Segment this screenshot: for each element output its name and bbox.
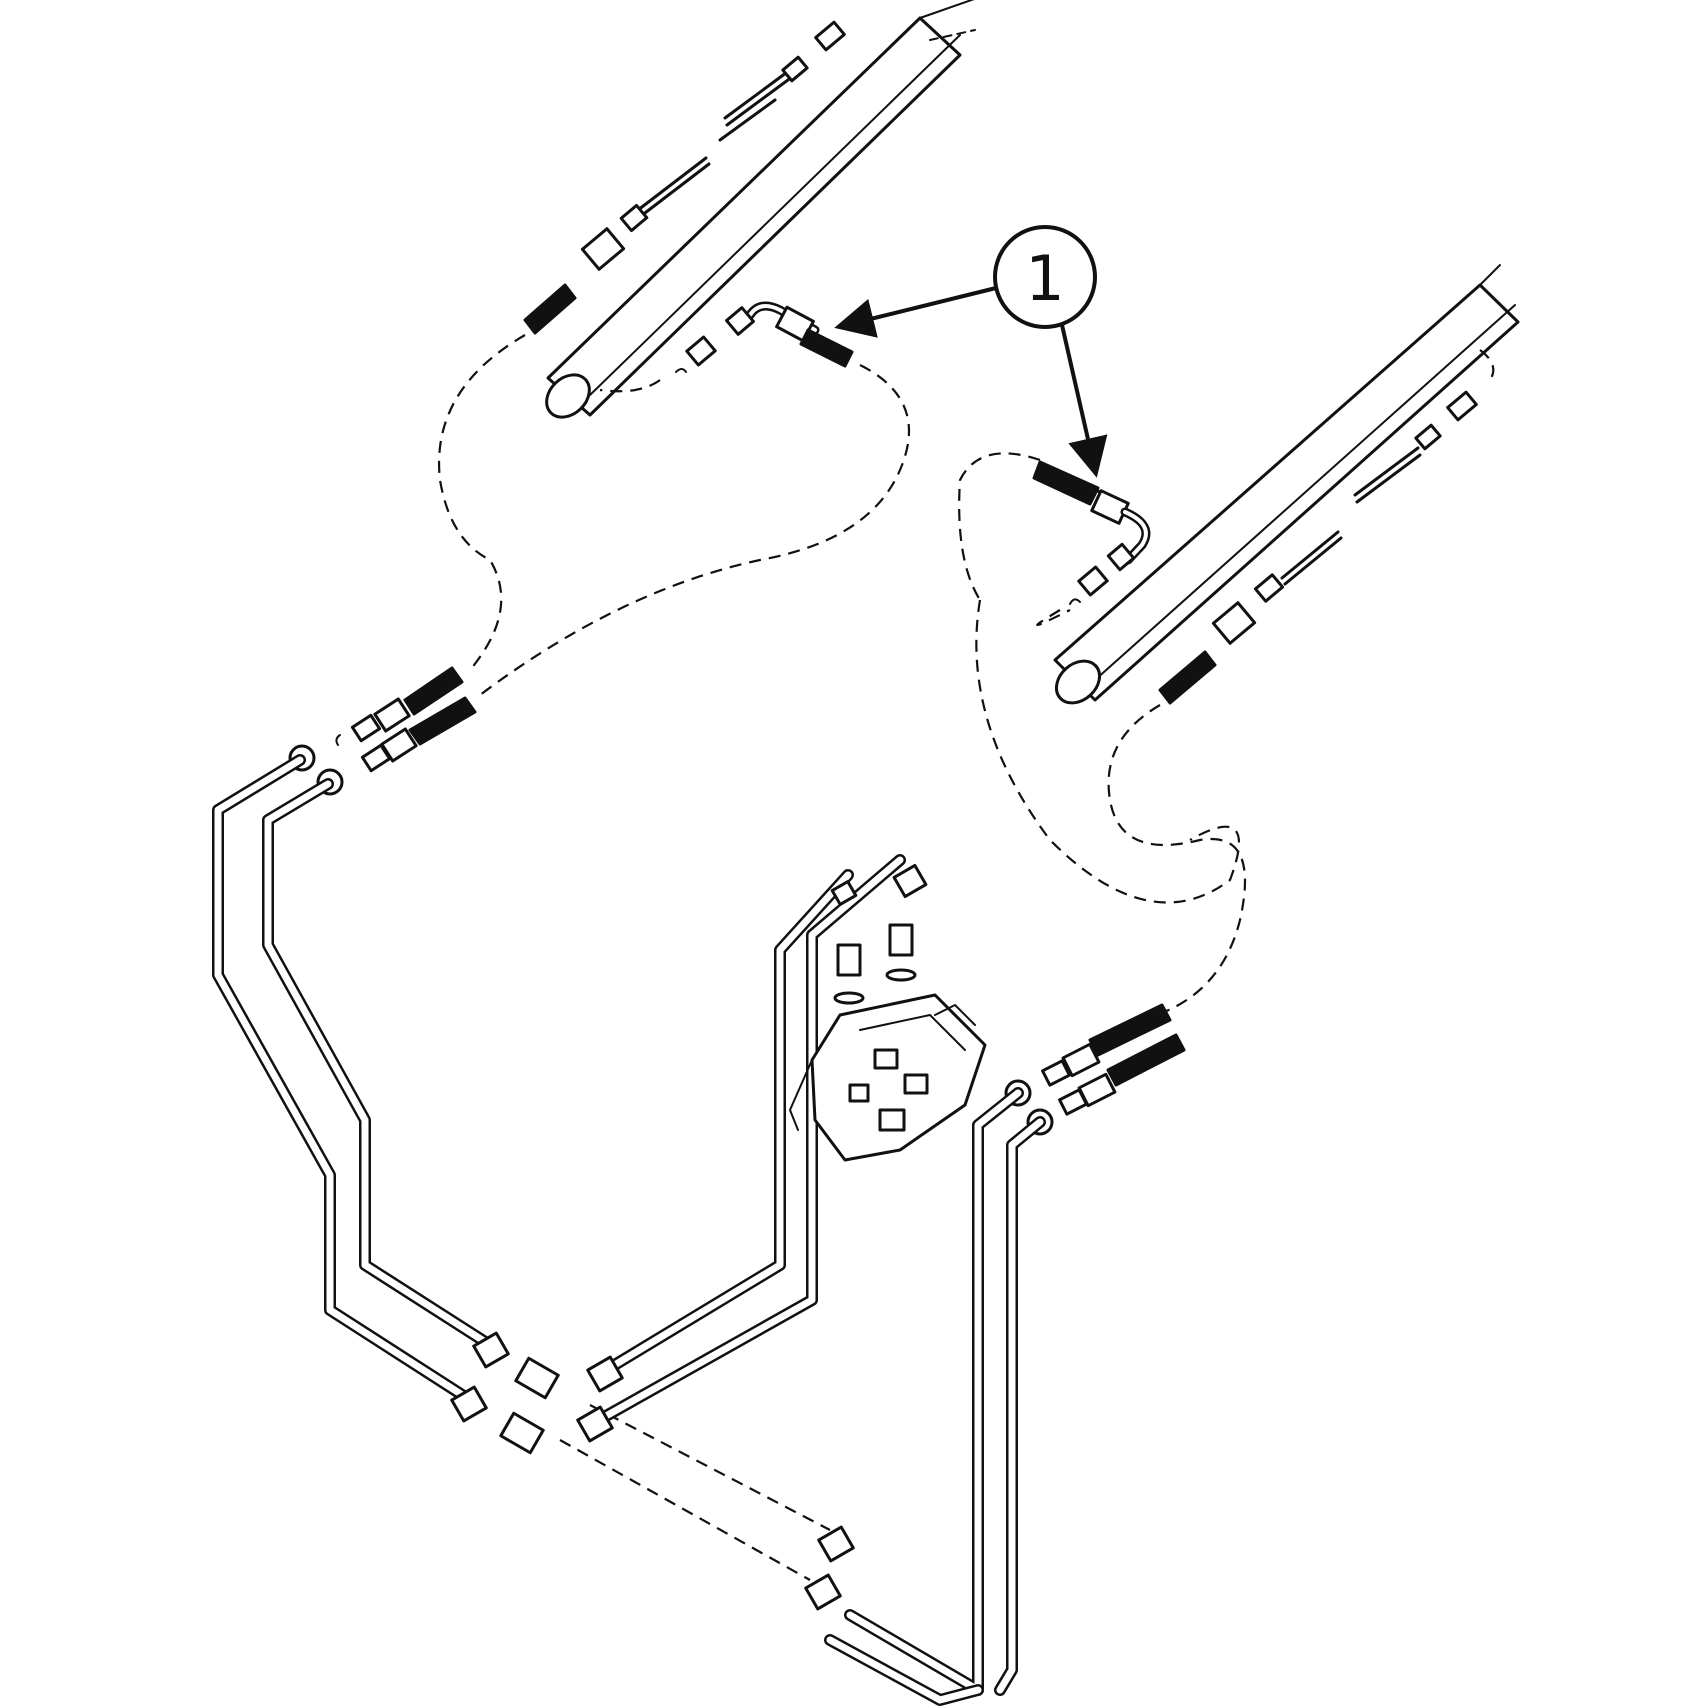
upper-left-cylinder-fittings [523, 20, 846, 335]
right-hose-ends [1004, 1003, 1186, 1136]
elbow-hose-upper [675, 301, 854, 373]
upper-right-cylinder-fittings [1158, 390, 1478, 705]
upper-left-cylinder [545, 0, 976, 419]
control-valve [789, 923, 987, 1162]
connection-dashes [438, 334, 1495, 1581]
tube-fittings [450, 863, 928, 1611]
callout-1: 1 [834, 225, 1108, 478]
right-steel-tubes [824, 1087, 1046, 1706]
center-steel-tubes [584, 854, 906, 1431]
elbow-hose-lower [1032, 460, 1151, 605]
upper-right-cylinder [1053, 264, 1520, 705]
left-hose-ends [288, 666, 477, 796]
callout-1-label: 1 [1025, 242, 1064, 315]
left-steel-tubes [212, 754, 496, 1406]
